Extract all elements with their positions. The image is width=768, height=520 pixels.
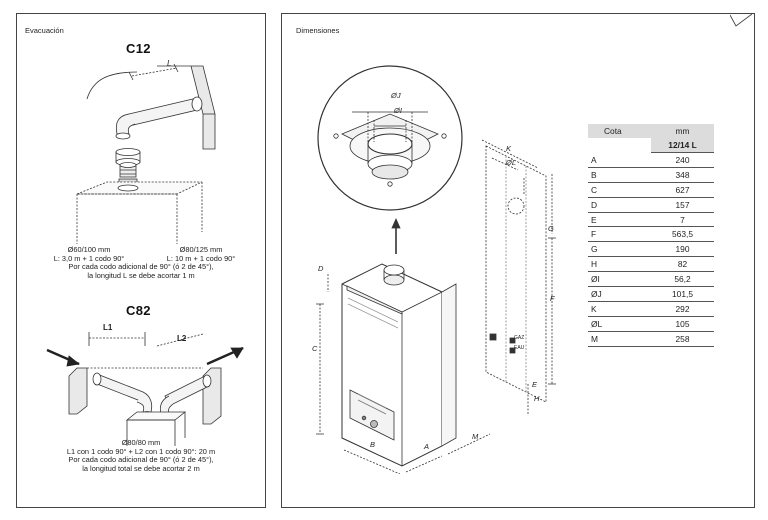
label-k: K — [506, 144, 512, 153]
cell-cota: ØL — [588, 316, 651, 332]
c12-title: C12 — [126, 41, 151, 56]
cell-cota: A — [588, 152, 651, 168]
label-d: D — [318, 264, 324, 273]
c12-caption-left-line2: L: 3,0 m + 1 codo 90° — [53, 253, 125, 263]
c12-caption-right-line1: Ø80/125 mm — [179, 245, 223, 254]
cell-mm: 258 — [651, 331, 714, 347]
cell-mm: 563,5 — [651, 226, 714, 243]
evacuacion-panel: Evacuación C12 — [16, 13, 266, 508]
cell-mm: 105 — [651, 316, 714, 332]
c12-caption-left: Ø60/100 mm L: 3,0 m + 1 codo 90° — [29, 245, 149, 263]
cell-cota: ØJ — [588, 286, 651, 302]
cell-cota: B — [588, 167, 651, 183]
label-e: E — [532, 380, 538, 389]
c12-caption-right: Ø80/125 mm L: 10 m + 1 codo 90° — [141, 245, 261, 263]
evacuacion-label: Evacuación — [25, 26, 64, 35]
label-oi: ØI — [394, 106, 402, 115]
c12-note-line2: la longitud L se debe acortar 1 m — [87, 270, 195, 280]
cell-mm: 627 — [651, 182, 714, 198]
c82-flue-drawing — [46, 332, 244, 446]
c82-caption-line4: la longitud total se debe acortar 2 m — [82, 463, 200, 473]
cell-mm: 292 — [651, 301, 714, 317]
cell-mm: 56,2 — [651, 271, 714, 288]
c12-flue-drawing — [76, 63, 216, 244]
cell-cota: K — [588, 301, 651, 317]
c82-caption: Ø80/80 mm L1 con 1 codo 90° + L2 con 1 c… — [21, 438, 261, 473]
cell-mm: 157 — [651, 197, 714, 213]
table-header-row: Cota mm — [588, 124, 714, 138]
label-ol: ØL — [506, 158, 517, 167]
cell-mm: 101,5 — [651, 286, 714, 302]
cell-cota: E — [588, 212, 651, 228]
cell-mm: 348 — [651, 167, 714, 183]
label-c: C — [312, 344, 318, 353]
c82-title: C82 — [126, 303, 151, 318]
cell-mm: 190 — [651, 241, 714, 258]
table-subheader-row: 12/14 L — [588, 138, 714, 153]
c12-note-line1: Por cada codo adicional de 90° (ó 2 de 4… — [68, 262, 214, 271]
cell-mm: 82 — [651, 256, 714, 273]
label-gaz: GAZ — [514, 335, 525, 341]
c82-caption-line1: Ø80/80 mm — [121, 438, 161, 447]
cell-cota: G — [588, 241, 651, 258]
cell-cota: F — [588, 226, 651, 243]
cell-cota: M — [588, 331, 651, 347]
label-m: M — [472, 432, 479, 441]
label-h: H — [534, 394, 540, 403]
header-blank — [588, 138, 651, 153]
header-model: 12/14 L — [651, 138, 714, 153]
cell-mm: 240 — [651, 152, 714, 168]
c12-l-label: L — [167, 59, 172, 68]
cell-cota: ØI — [588, 271, 651, 288]
c12-caption-note: Por cada codo adicional de 90° (ó 2 de 4… — [21, 262, 261, 280]
c82-caption-line3: Por cada codo adicional de 90° (ó 2 de 4… — [68, 455, 214, 465]
header-cota: Cota — [588, 124, 651, 138]
c12-caption-right-line2: L: 10 m + 1 codo 90° — [166, 253, 236, 263]
label-b: B — [370, 440, 376, 449]
label-eau: EAU — [514, 345, 525, 351]
c12-caption-left-line1: Ø60/100 mm — [67, 245, 111, 254]
cell-cota: H — [588, 256, 651, 273]
header-mm: mm — [651, 124, 714, 138]
c82-l2-label: L2 — [177, 334, 187, 343]
cell-mm: 7 — [651, 212, 714, 228]
cell-cota: D — [588, 197, 651, 213]
corner-fold-icon — [730, 14, 754, 27]
dimensiones-label: Dimensiones — [296, 26, 340, 35]
label-a: A — [424, 442, 430, 451]
label-g: G — [548, 224, 554, 233]
label-f: F — [550, 294, 555, 303]
c82-caption-line2: L1 con 1 codo 90° + L2 con 1 codo 90°: 2… — [66, 446, 216, 456]
cell-cota: C — [588, 182, 651, 198]
label-oj: ØJ — [391, 91, 401, 100]
dimensiones-panel: Dimensiones — [281, 13, 755, 508]
boiler-dimension-drawing — [316, 65, 556, 474]
c82-l1-label: L1 — [103, 323, 113, 332]
